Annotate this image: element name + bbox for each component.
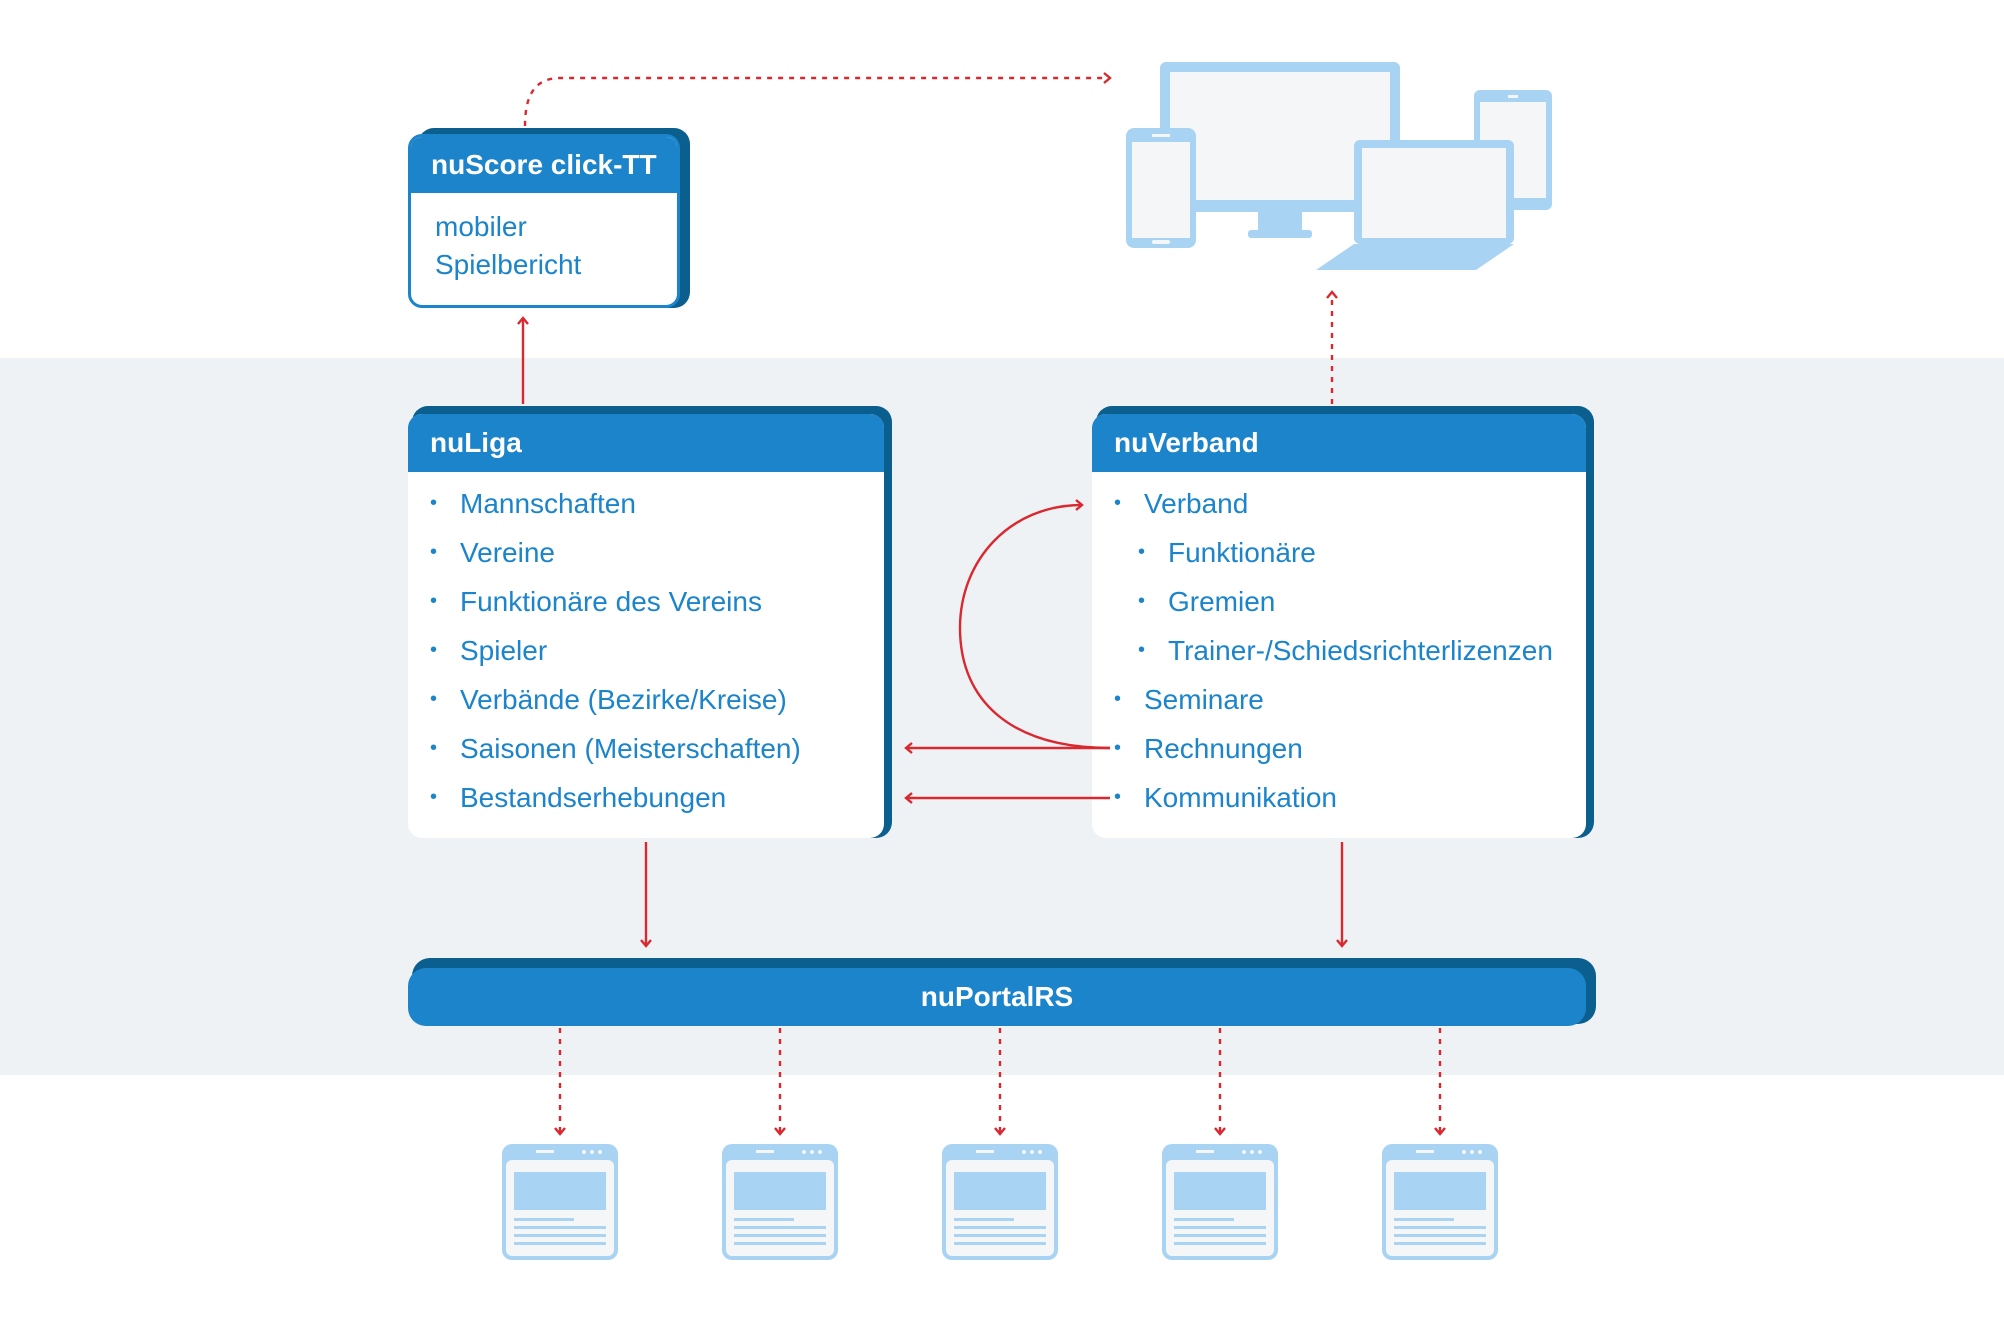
nuverband-card[interactable]: nuVerband •Verband •Funktionäre •Gremien… xyxy=(1092,414,1586,838)
bullet-icon: • xyxy=(430,639,438,661)
bullet-icon: • xyxy=(1114,492,1122,514)
nuscore-to-devices-arrow xyxy=(523,72,1112,127)
bullet-icon: • xyxy=(430,688,438,710)
nuscore-card[interactable]: nuScore click-TT mobiler Spielbericht xyxy=(408,134,680,308)
bullet-icon: • xyxy=(1138,590,1146,612)
bullet-icon: • xyxy=(1114,737,1122,759)
nuliga-card[interactable]: nuLiga •Mannschaften •Vereine •Funktionä… xyxy=(408,414,884,838)
nuscore-card-title: nuScore click-TT xyxy=(411,137,677,193)
nuscore-card-line1: mobiler xyxy=(435,211,527,242)
rechnungen-to-verband-arrow xyxy=(958,499,1111,750)
bullet-icon: • xyxy=(1114,688,1122,710)
browser-window-icon xyxy=(1382,1144,1498,1260)
browser-window-icon xyxy=(1162,1144,1278,1260)
nuscore-card-line2: Spielbericht xyxy=(435,249,582,280)
bullet-icon: • xyxy=(1114,786,1122,808)
middle-band xyxy=(0,358,2004,1075)
browser-window-icon xyxy=(942,1144,1058,1260)
portal-bar[interactable]: nuPortalRS xyxy=(408,968,1586,1026)
bullet-icon: • xyxy=(1138,541,1146,563)
bullet-icon: • xyxy=(430,492,438,514)
browser-window-icon xyxy=(722,1144,838,1260)
bullet-icon: • xyxy=(430,590,438,612)
bullet-icon: • xyxy=(430,786,438,808)
browser-window-icon xyxy=(502,1144,618,1260)
bullet-icon: • xyxy=(430,541,438,563)
nuliga-card-title: nuLiga xyxy=(408,414,884,472)
nuverband-card-title: nuVerband xyxy=(1092,414,1586,472)
bullet-icon: • xyxy=(430,737,438,759)
devices-icon xyxy=(1126,62,1552,270)
bullet-icon: • xyxy=(1138,639,1146,661)
